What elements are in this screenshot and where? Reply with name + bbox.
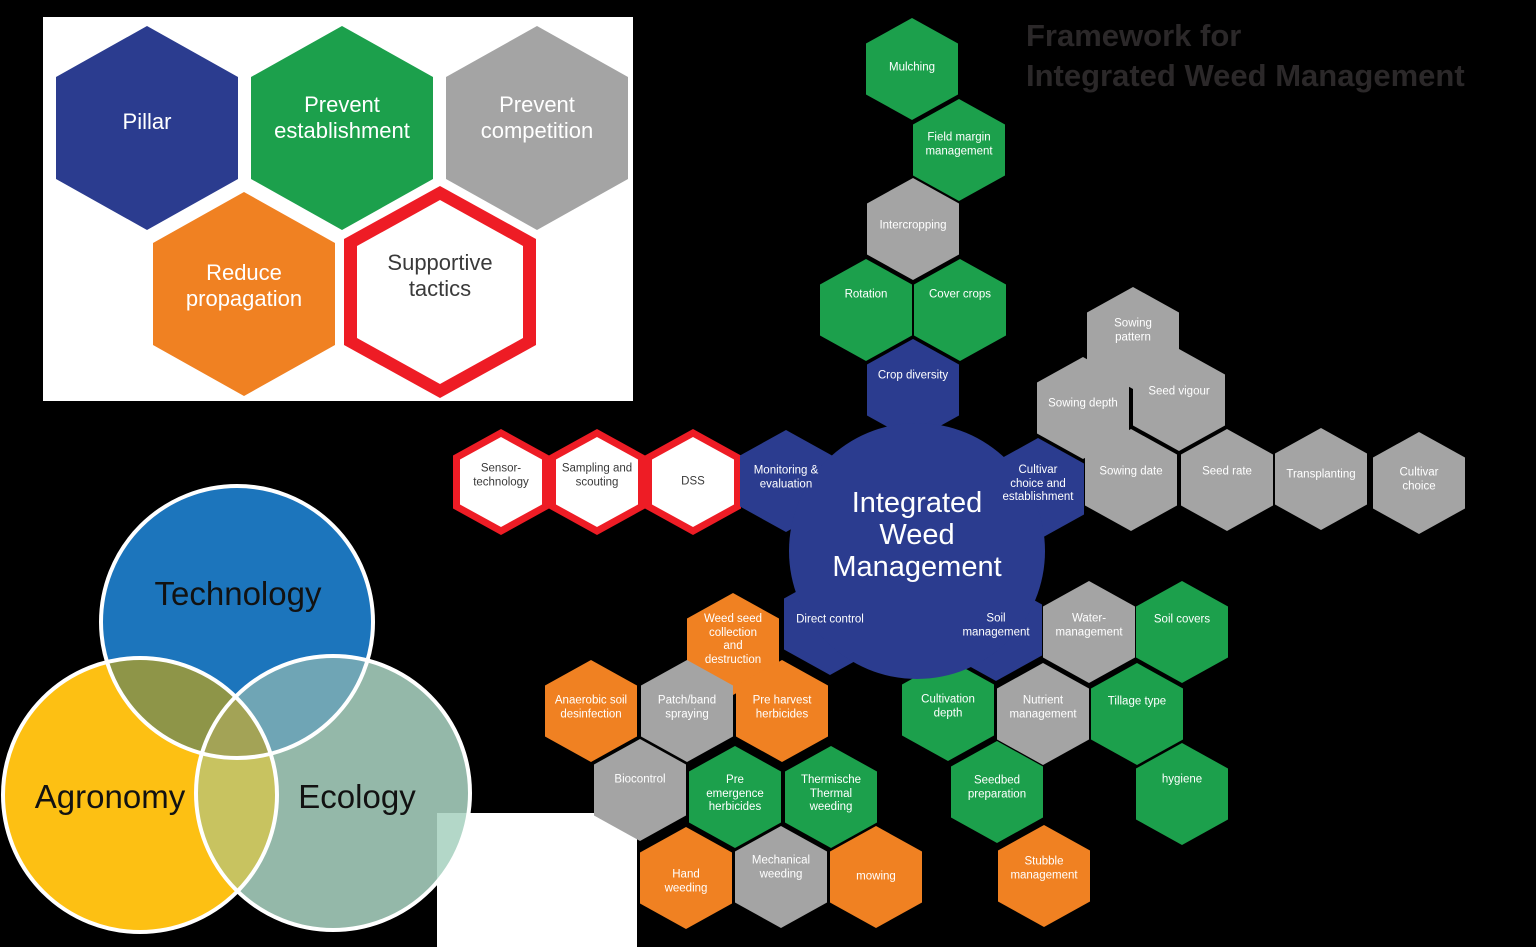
hex-soil-covers: [1136, 581, 1228, 683]
hex-sowing-date: [1085, 429, 1177, 531]
venn-overlap-tech-agro: [101, 658, 277, 758]
hex-seed-rate: [1181, 429, 1273, 531]
hex-anaerobic-soil-desinfection: [545, 660, 637, 762]
venn-outline-agronomy: [1, 656, 279, 934]
venn-outline-ecology: [194, 654, 472, 932]
title-line-1: Framework for: [1026, 18, 1242, 53]
venn-overlap-tech-eco: [196, 656, 373, 758]
hex-prevent-establishment: [251, 26, 433, 230]
hex-hand-weeding: [640, 827, 732, 929]
hex-cultivar-choice: [1373, 432, 1465, 534]
hex-water-management: [1043, 581, 1135, 683]
hex-inner-dss: [652, 437, 734, 527]
hex-transplanting: [1275, 428, 1367, 530]
hex-stubble-management: [998, 825, 1090, 927]
hex-thermische-thermal-weeding: [785, 746, 877, 848]
hex-inner-sampling-and-scouting: [556, 437, 638, 527]
hex-tillage-type: [1091, 663, 1183, 765]
hex-pre-emergence-herbicides: [689, 746, 781, 848]
hex-sampling-and-scouting: [549, 429, 645, 535]
white-background-patch: [437, 813, 637, 947]
hex-cover-crops: [914, 259, 1006, 361]
page-title: Framework for Integrated Weed Management: [1026, 16, 1465, 96]
hex-inner-sensor-technology: [460, 437, 542, 527]
hex-rotation: [820, 259, 912, 361]
hex-mulching: [866, 18, 958, 120]
venn-outline-technology: [99, 484, 375, 760]
center-blob-circle: [789, 423, 1045, 679]
hex-mowing: [830, 826, 922, 928]
hex-mechanical-weeding: [735, 826, 827, 928]
hex-dss: [645, 429, 741, 535]
hex-sensor-technology: [453, 429, 549, 535]
title-line-2: Integrated Weed Management: [1026, 58, 1465, 93]
hex-seed-vigour: [1133, 349, 1225, 451]
hex-hygiene: [1136, 743, 1228, 845]
hex-biocontrol: [594, 739, 686, 841]
